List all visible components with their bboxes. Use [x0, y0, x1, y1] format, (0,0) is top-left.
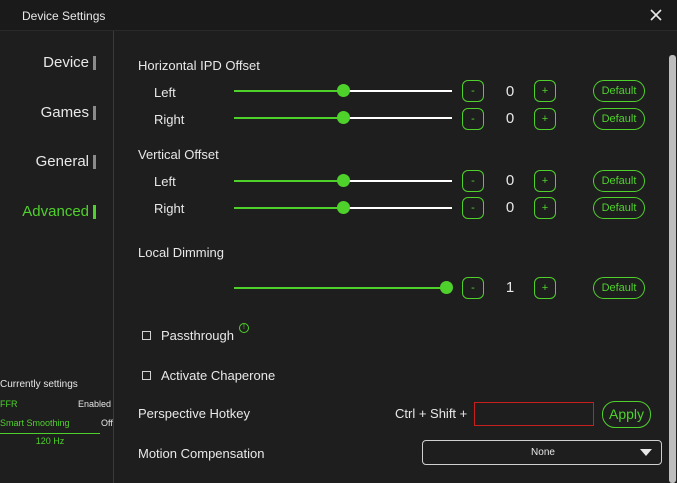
horizontal-ipd-left-default-button[interactable]: Default	[593, 80, 645, 102]
slider-fill	[234, 207, 343, 209]
vertical-offset-left-increment-button[interactable]: +	[534, 170, 556, 192]
sidebar-item-label: General	[35, 153, 89, 170]
sidebar-item-device[interactable]: Device	[43, 54, 96, 71]
sidebar-item-games[interactable]: Games	[40, 104, 96, 121]
motion-compensation-label: Motion Compensation	[138, 446, 265, 461]
horizontal-ipd-left-label: Left	[154, 85, 176, 100]
vertical-offset-right-decrement-button[interactable]: -	[462, 197, 484, 219]
local-dimming-title: Local Dimming	[138, 245, 224, 260]
chaperone-checkbox[interactable]	[142, 371, 151, 380]
horizontal-ipd-title: Horizontal IPD Offset	[138, 58, 260, 73]
vertical-offset-left-decrement-button[interactable]: -	[462, 170, 484, 192]
horizontal-ipd-right-default-button[interactable]: Default	[593, 108, 645, 130]
local-dimming-slider[interactable]	[234, 281, 453, 295]
vertical-offset-right-slider[interactable]	[234, 201, 452, 215]
hotkey-input[interactable]	[474, 402, 594, 426]
window-title: Device Settings	[22, 9, 106, 23]
apply-button[interactable]: Apply	[602, 401, 651, 428]
sidebar-item-general[interactable]: General	[35, 153, 96, 170]
current-setting-value: Off	[101, 418, 113, 428]
vertical-offset-left-label: Left	[154, 174, 176, 189]
close-icon[interactable]	[647, 6, 665, 24]
chaperone-label[interactable]: Activate Chaperone	[161, 368, 276, 383]
horizontal-ipd-left-slider[interactable]	[234, 84, 452, 98]
vertical-offset-left-slider[interactable]	[234, 174, 452, 188]
sidebar-item-advanced[interactable]: Advanced	[22, 203, 96, 220]
passthrough-checkbox[interactable]	[142, 331, 151, 340]
sidebar-item-label: Games	[40, 104, 89, 121]
current-setting-value: Enabled	[78, 399, 112, 409]
sidebar-item-indicator	[93, 155, 96, 169]
perspective-hotkey-label: Perspective Hotkey	[138, 406, 250, 421]
dropdown-selected-value: None	[531, 447, 555, 458]
sidebar: Device Games General Advanced	[0, 31, 114, 483]
scrollbar[interactable]	[669, 55, 676, 483]
settings-panel: Horizontal IPD Offset Left - 0 + Default…	[115, 31, 677, 483]
horizontal-ipd-right-slider[interactable]	[234, 111, 452, 125]
slider-thumb[interactable]	[337, 84, 350, 97]
current-setting-key: FFR	[0, 399, 18, 409]
slider-fill	[234, 287, 452, 289]
hotkey-prefix: Ctrl + Shift +	[395, 406, 468, 421]
sidebar-item-indicator	[93, 205, 96, 219]
slider-thumb[interactable]	[337, 201, 350, 214]
slider-thumb[interactable]	[337, 174, 350, 187]
current-settings-title: Currently settings	[0, 379, 78, 390]
passthrough-label[interactable]: Passthrough	[161, 328, 234, 343]
vertical-offset-title: Vertical Offset	[138, 147, 219, 162]
local-dimming-value: 1	[505, 279, 515, 296]
local-dimming-decrement-button[interactable]: -	[462, 277, 484, 299]
slider-fill	[234, 180, 343, 182]
horizontal-ipd-right-value: 0	[505, 110, 515, 127]
sidebar-item-label: Device	[43, 54, 89, 71]
horizontal-ipd-right-label: Right	[154, 112, 185, 127]
horizontal-ipd-right-decrement-button[interactable]: -	[462, 108, 484, 130]
vertical-offset-right-increment-button[interactable]: +	[534, 197, 556, 219]
slider-fill	[234, 117, 343, 119]
info-icon[interactable]: !	[239, 323, 249, 333]
title-bar: Device Settings	[0, 0, 677, 31]
slider-thumb[interactable]	[337, 111, 350, 124]
horizontal-ipd-right-increment-button[interactable]: +	[534, 108, 556, 130]
current-setting-key: Smart Smoothing	[0, 418, 70, 428]
slider-fill	[234, 90, 343, 92]
horizontal-ipd-left-value: 0	[505, 83, 515, 100]
vertical-offset-right-value: 0	[505, 199, 515, 216]
horizontal-ipd-left-increment-button[interactable]: +	[534, 80, 556, 102]
chevron-down-icon	[640, 449, 652, 456]
sidebar-item-indicator	[93, 56, 96, 70]
vertical-offset-left-value: 0	[505, 172, 515, 189]
sidebar-item-indicator	[93, 106, 96, 120]
sidebar-item-label: Advanced	[22, 203, 89, 220]
current-refresh-rate: 120 Hz	[0, 433, 100, 446]
local-dimming-default-button[interactable]: Default	[593, 277, 645, 299]
vertical-offset-right-default-button[interactable]: Default	[593, 197, 645, 219]
local-dimming-increment-button[interactable]: +	[534, 277, 556, 299]
motion-compensation-dropdown[interactable]: None	[422, 440, 662, 465]
horizontal-ipd-left-decrement-button[interactable]: -	[462, 80, 484, 102]
vertical-offset-right-label: Right	[154, 201, 185, 216]
vertical-offset-left-default-button[interactable]: Default	[593, 170, 645, 192]
slider-thumb[interactable]	[440, 281, 453, 294]
